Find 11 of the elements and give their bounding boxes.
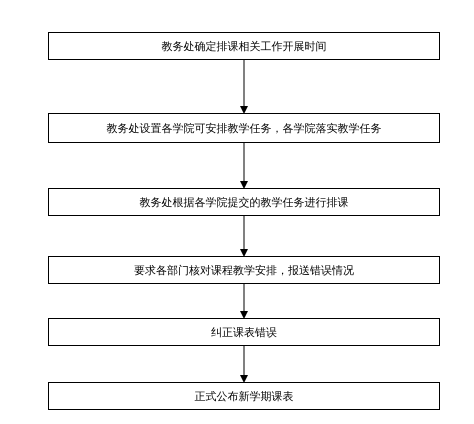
process-box: 正式公布新学期课表 xyxy=(48,382,440,410)
process-box: 教务处根据各学院提交的教学任务进行排课 xyxy=(48,188,440,216)
arrow xyxy=(240,284,248,319)
arrow xyxy=(240,216,248,257)
arrow xyxy=(240,346,248,383)
process-box: 教务处确定排课相关工作开展时间 xyxy=(48,32,440,60)
process-box: 纠正课表错误 xyxy=(48,318,440,346)
process-box: 要求各部门核对课程教学安排，报送错误情况 xyxy=(48,256,440,284)
process-box: 教务处设置各学院可安排教学任务，各学院落实教学任务 xyxy=(48,113,440,143)
arrow xyxy=(240,142,248,189)
arrow xyxy=(240,60,248,114)
